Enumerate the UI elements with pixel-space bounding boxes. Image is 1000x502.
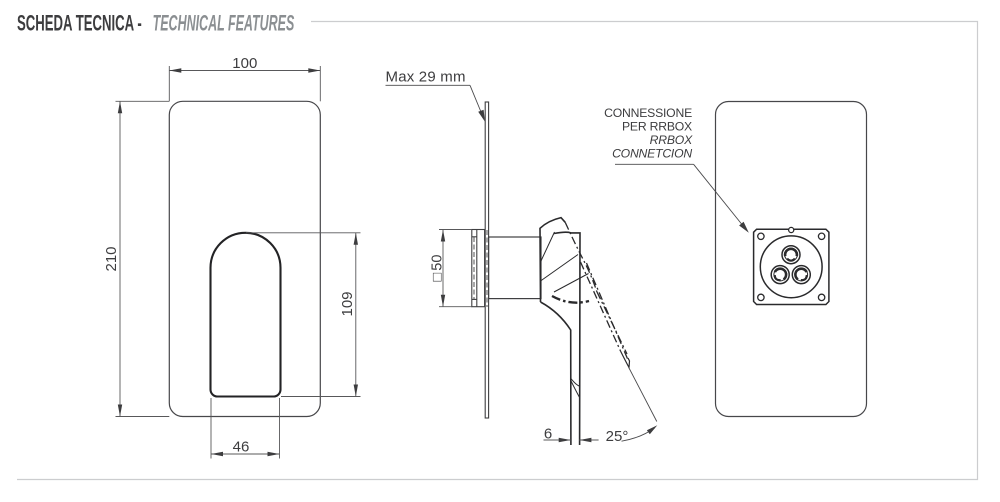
svg-text:SCHEDA TECNICA -: SCHEDA TECNICA - (17, 10, 142, 36)
svg-text:PER RRBOX: PER RRBOX (622, 120, 692, 134)
svg-text:CONNESSIONE: CONNESSIONE (604, 106, 692, 120)
svg-text:109: 109 (339, 291, 356, 316)
svg-text:100: 100 (232, 55, 257, 72)
svg-text:Max 29 mm: Max 29 mm (386, 69, 466, 86)
svg-text:RRBOX: RRBOX (650, 133, 693, 147)
svg-text:46: 46 (233, 439, 250, 456)
svg-text:CONNETCION: CONNETCION (612, 147, 692, 161)
svg-text:□50: □50 (430, 255, 446, 282)
svg-text:210: 210 (103, 246, 120, 271)
svg-text:6: 6 (544, 426, 552, 443)
svg-text:TECHNICAL FEATURES: TECHNICAL FEATURES (153, 11, 295, 36)
svg-text:25°: 25° (606, 428, 629, 445)
